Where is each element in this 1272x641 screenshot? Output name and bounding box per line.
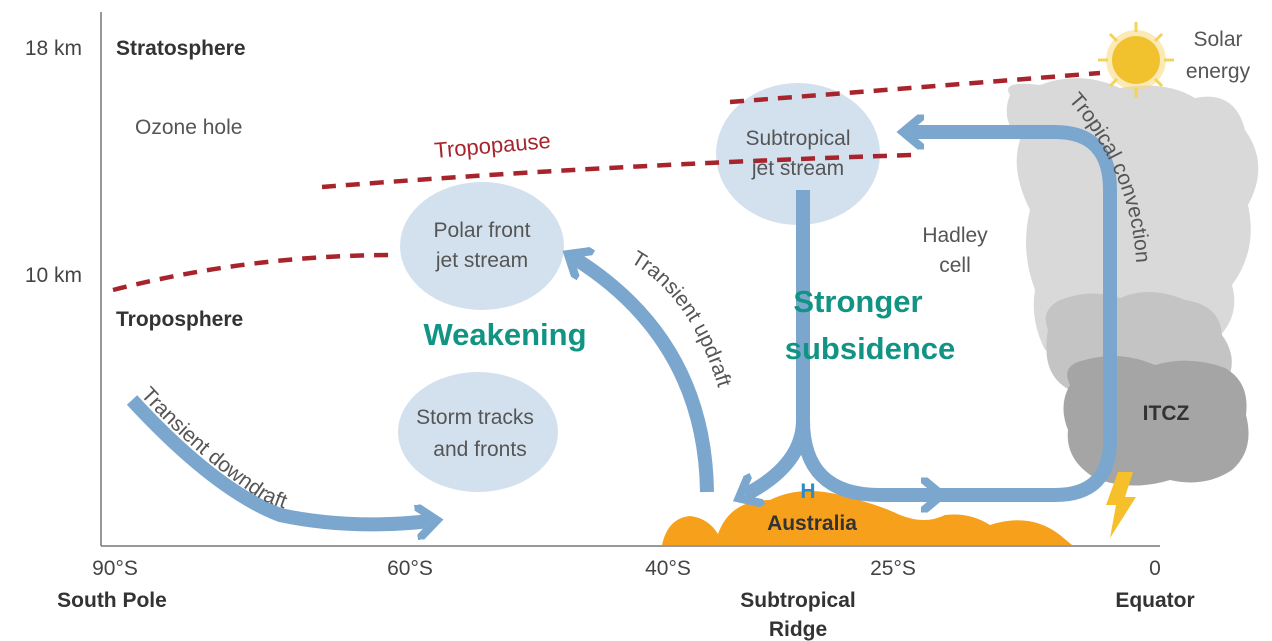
- transient-updraft-arrow: [574, 258, 714, 493]
- x-label-90s: 90°S: [92, 557, 138, 580]
- troposphere-label: Troposphere: [116, 308, 243, 331]
- tropopause-line: [112, 70, 1101, 293]
- storm-tracks-ellipse: [398, 372, 558, 492]
- subtropical-jet-label-line2: jet stream: [751, 157, 844, 180]
- subsidence-left-arrow: [745, 419, 810, 495]
- subtropical-ridge-label-line2: Ridge: [769, 618, 827, 641]
- transient-downdraft-label: Transient downdraft: [136, 383, 290, 514]
- y-label-10km: 10 km: [25, 264, 82, 287]
- polar-jet-ellipse: [400, 182, 564, 310]
- storm-tracks-label-line2: and fronts: [433, 438, 526, 461]
- itcz-label: ITCZ: [1143, 402, 1190, 425]
- hadley-return-arrow: [796, 419, 935, 495]
- hadley-cell-label-line1: Hadley: [922, 224, 988, 247]
- hadley-cell-label-line2: cell: [939, 254, 971, 277]
- subtropical-ridge-label-line1: Subtropical: [740, 589, 856, 612]
- hadley-circulation-arrows: [126, 132, 1117, 524]
- storm-tracks-label-line1: Storm tracks: [416, 406, 534, 429]
- solar-energy-label-line2: energy: [1186, 60, 1251, 83]
- x-label-60s: 60°S: [387, 557, 433, 580]
- subtropical-jet-ellipse: [716, 83, 880, 225]
- weakening-label: Weakening: [423, 317, 586, 352]
- stronger-subsidence-label-line2: subsidence: [785, 331, 956, 366]
- stronger-subsidence-label-line1: Stronger: [793, 284, 922, 319]
- transient-downdraft-arrow: [126, 395, 430, 524]
- polar-jet-label-line2: jet stream: [435, 249, 528, 272]
- transient-downdraft-text: Transient downdraft: [136, 383, 290, 514]
- x-label-0: 0: [1149, 557, 1161, 580]
- tropopause-label: Tropopause: [433, 128, 551, 163]
- equator-label: Equator: [1115, 589, 1194, 612]
- australia-label: Australia: [767, 512, 857, 535]
- hadley-loop-arrow: [910, 132, 1117, 502]
- tropical-cloud: [1006, 78, 1259, 486]
- solar-energy-label-line1: Solar: [1193, 28, 1242, 51]
- x-label-25s: 25°S: [870, 557, 916, 580]
- high-pressure-label: H: [800, 480, 815, 503]
- sun-icon: [1098, 22, 1174, 98]
- south-pole-label: South Pole: [57, 589, 167, 612]
- lightning-icon: [1106, 472, 1136, 538]
- stratosphere-label: Stratosphere: [116, 37, 246, 60]
- subtropical-jet-label-line1: Subtropical: [745, 127, 850, 150]
- x-label-40s: 40°S: [645, 557, 691, 580]
- ozone-hole-label: Ozone hole: [135, 116, 242, 139]
- polar-jet-label-line1: Polar front: [434, 219, 531, 242]
- y-label-18km: 18 km: [25, 37, 82, 60]
